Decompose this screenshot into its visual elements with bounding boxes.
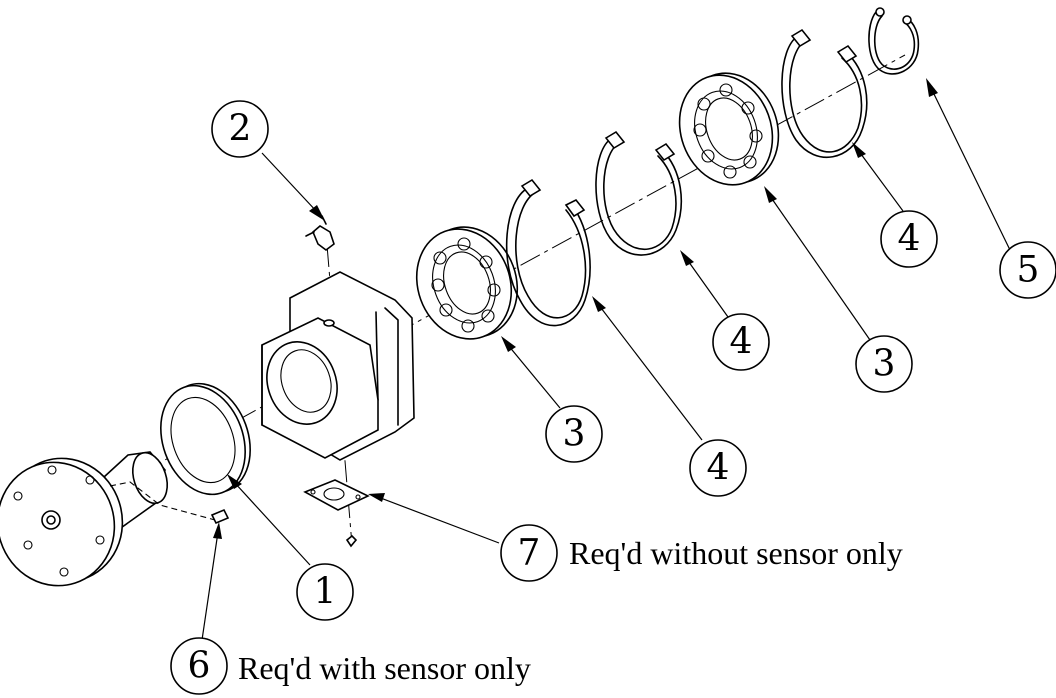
leader-3-upper: [769, 195, 871, 341]
leader-4-middle: [685, 257, 729, 318]
arrowhead-4-middle: [680, 250, 694, 266]
arrowhead-2: [309, 205, 325, 221]
arrowhead-4-lower: [592, 296, 606, 312]
balloon-3-lower: 3: [545, 405, 603, 463]
retaining-ring-lower: [505, 178, 591, 327]
balloon-6: 6: [170, 637, 228, 695]
retaining-ring-small: [868, 7, 920, 75]
arrowhead-3-lower: [501, 336, 516, 352]
balloon-4-right-label: 4: [898, 219, 921, 260]
arrowhead-5: [926, 78, 938, 97]
flanged-shaft: [0, 451, 230, 587]
balloon-1-label: 1: [314, 572, 337, 613]
leader-6: [201, 531, 219, 641]
balloon-5: 5: [999, 241, 1056, 299]
balloon-3-lower-label: 3: [563, 414, 586, 455]
arrowhead-1: [227, 474, 242, 489]
note-6-text: Req'd with sensor only: [238, 650, 531, 686]
retaining-ring-upper: [781, 28, 868, 158]
arrowhead-6: [213, 522, 222, 539]
bearing-housing: [261, 271, 415, 461]
leader-1: [233, 481, 311, 566]
balloon-7-label: 7: [518, 533, 541, 574]
balloon-3-upper: 3: [855, 335, 913, 393]
leader-2: [261, 152, 319, 214]
balloon-4-lower-label: 4: [707, 448, 730, 489]
balloon-2: 2: [211, 100, 269, 158]
balloon-3-upper-label: 3: [873, 344, 896, 385]
bearing-lower: [415, 226, 519, 340]
leader-4-right: [857, 149, 904, 212]
bearing-upper: [678, 72, 780, 186]
balloon-2-label: 2: [229, 109, 252, 150]
seal-ring: [160, 382, 251, 496]
balloon-4-right: 4: [880, 210, 938, 268]
arrowhead-4-right: [852, 142, 866, 158]
balloon-1: 1: [296, 563, 354, 621]
retaining-ring-middle: [595, 130, 682, 256]
leader-4-lower: [597, 303, 703, 441]
balloon-4-lower: 4: [689, 439, 747, 497]
leader-lines: [201, 78, 1011, 641]
leader-5: [931, 89, 1011, 251]
note-7-text: Req'd without sensor only: [569, 535, 903, 571]
arrowhead-7: [368, 493, 385, 502]
balloon-7: 7: [500, 524, 558, 582]
grease-fitting: [305, 215, 335, 251]
balloon-5-label: 5: [1017, 250, 1040, 291]
leader-3-lower: [507, 344, 561, 409]
balloon-6-label: 6: [188, 646, 211, 687]
leader-7: [377, 496, 500, 544]
arrowhead-3-upper: [764, 186, 777, 203]
balloon-4-middle-label: 4: [730, 322, 753, 363]
cover-plate: [303, 479, 370, 548]
balloon-4-middle: 4: [712, 313, 770, 371]
